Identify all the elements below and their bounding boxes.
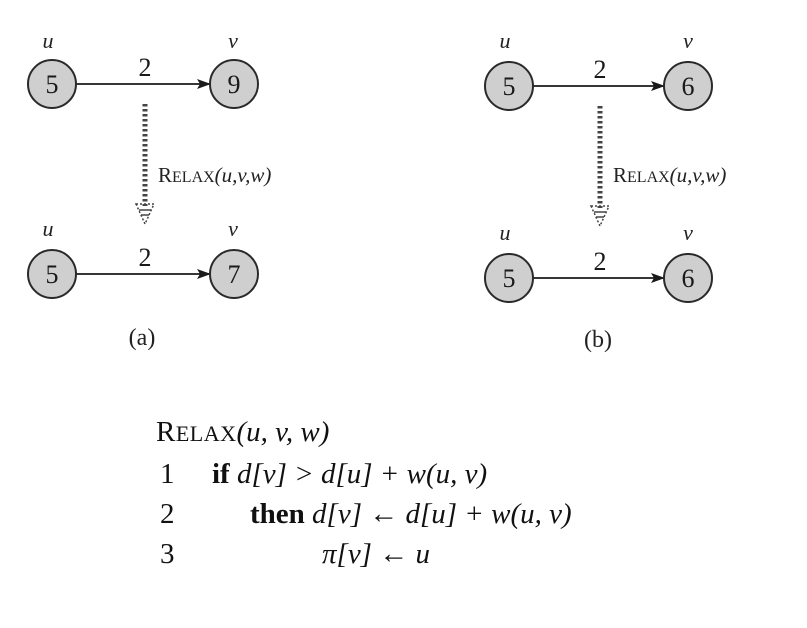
line-body: π[v] ← u (322, 534, 430, 574)
panel-b-after-v-label: v (683, 220, 693, 245)
panel-a-before-v-label: v (228, 28, 238, 53)
panel-a: u v 2 5 9 RELAX(u,v,w) u v 2 5 7 (27, 28, 271, 351)
panel-a-relax-label: RELAX(u,v,w) (158, 163, 271, 187)
panel-a-before-node-u: 5 (27, 59, 77, 109)
panel-b-caption: (b) (584, 327, 612, 353)
line-number: 3 (160, 538, 175, 570)
pseudocode-block: RELAX(u, v, w) 1 if d[v] > d[u] + w(u, v… (156, 412, 572, 574)
panel-a-after-u-value: 5 (46, 260, 59, 289)
pseudocode-line-1: 1 if d[v] > d[u] + w(u, v) (156, 454, 487, 494)
panel-b-after-u-label: u (500, 220, 511, 245)
pseudocode-header-head: R (156, 416, 176, 448)
keyword-then: then (250, 498, 305, 530)
panel-b-after-u-value: 5 (503, 264, 516, 293)
panel-b-before-node-v: 6 (663, 61, 713, 111)
panel-b-after-v-value: 6 (682, 264, 695, 293)
panel-b-before-node-u: 5 (484, 61, 534, 111)
panel-b-before-v-label: v (683, 28, 693, 53)
panel-a-after-node-u: 5 (27, 249, 77, 299)
panel-b-after-node-u: 5 (484, 253, 534, 303)
line-text: π[v] ← u (322, 538, 430, 570)
line-body: if d[v] > d[u] + w(u, v) (212, 454, 487, 494)
panel-b-before-u-value: 5 (503, 72, 516, 101)
panel-a-relax-arrow (134, 104, 156, 226)
panel-b-after-node-v: 6 (663, 253, 713, 303)
keyword-if: if (212, 458, 230, 490)
panel-a-after-node-v: 7 (209, 249, 259, 299)
panel-a-before-u-value: 5 (46, 70, 59, 99)
panel-b-before-weight: 2 (594, 55, 607, 84)
line-body: then d[v] ← d[u] + w(u, v) (250, 494, 572, 534)
panel-b-relax-label: RELAX(u,v,w) (613, 163, 726, 187)
panel-a-before-weight: 2 (139, 53, 152, 82)
panel-a-after-v-label: v (228, 216, 238, 241)
panel-b-after-weight: 2 (594, 247, 607, 276)
panel-a-before-node-v: 9 (209, 59, 259, 109)
pseudocode-header-smallcaps: ELAX (175, 421, 237, 446)
pseudocode-header-args: (u, v, w) (236, 416, 330, 448)
panel-a-after-u-label: u (43, 216, 54, 241)
panel-b-relax-arrow (589, 106, 611, 228)
pseudocode-line-2: 2 then d[v] ← d[u] + w(u, v) (156, 494, 572, 534)
panel-b: u v 2 5 6 RELAX(u,v,w) u v 2 5 6 (484, 28, 726, 353)
line-text: d[v] > d[u] + w(u, v) (236, 458, 488, 490)
panel-a-before-v-value: 9 (228, 70, 241, 99)
relaxation-diagram: u v 2 5 9 RELAX(u,v,w) u v 2 5 7 (27, 28, 726, 353)
pseudocode-line-3: 3 π[v] ← u (156, 534, 430, 574)
panel-b-before-u-label: u (500, 28, 511, 53)
panel-b-before-v-value: 6 (682, 72, 695, 101)
line-number: 1 (160, 458, 175, 490)
panel-a-caption: (a) (129, 325, 156, 351)
panel-a-after-v-value: 7 (228, 260, 241, 289)
panel-a-after-weight: 2 (139, 243, 152, 272)
pseudocode-header: RELAX(u, v, w) (156, 412, 329, 454)
panel-a-before-u-label: u (43, 28, 54, 53)
line-text: d[v] ← d[u] + w(u, v) (312, 498, 572, 530)
line-number: 2 (160, 498, 175, 530)
